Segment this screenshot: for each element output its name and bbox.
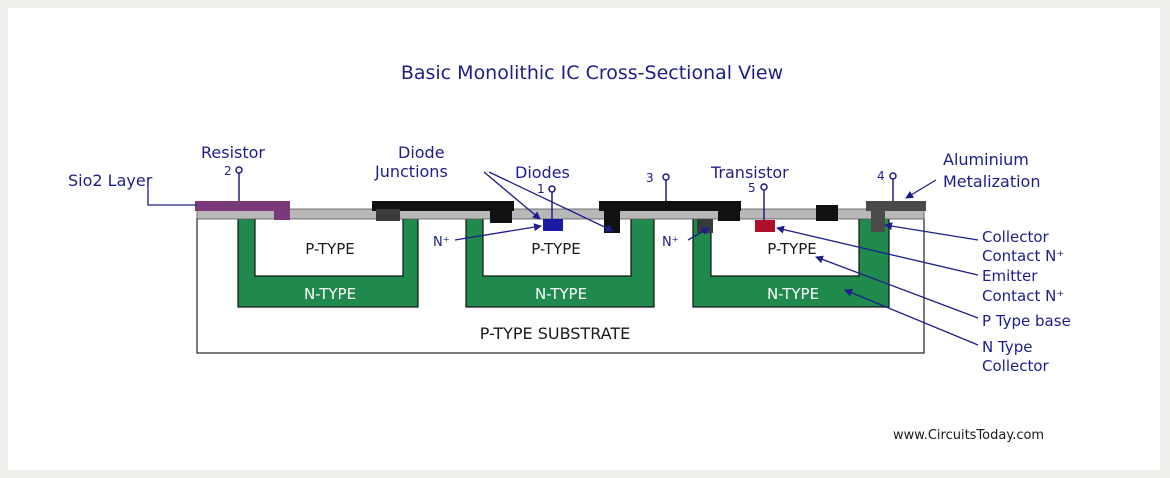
collector-contact-post [871, 209, 885, 232]
n-type-collector-label-line2: Collector [982, 357, 1050, 375]
substrate-label: P-TYPE SUBSTRATE [480, 324, 631, 343]
p-type-label-2: P-TYPE [531, 240, 581, 258]
diode-contact-post-right [490, 209, 512, 223]
sio2-layer-label: Sio2 Layer [68, 171, 153, 190]
sio2-layer [196, 208, 925, 220]
p-type-base-label: P Type base [982, 312, 1071, 330]
n-plus-label-left: N⁺ [433, 235, 450, 250]
collector-contact-label-line2: Contact N⁺ [982, 247, 1064, 265]
diode-junctions-label-line1: Diode [398, 143, 445, 162]
terminal-stems [235, 166, 897, 220]
n-type-label-3: N-TYPE [767, 285, 819, 303]
resistor-contact [195, 201, 290, 211]
diode-contact-post-left [376, 209, 400, 221]
resistor-label: Resistor [201, 143, 265, 162]
collector-contact-label-line1: Collector [982, 228, 1050, 246]
leader-lines [147, 171, 979, 346]
n-type-collector-label-line1: N Type [982, 338, 1032, 356]
p-type-region-1 [254, 217, 404, 277]
diode-metal-contact [372, 201, 514, 211]
diagram-title: Basic Monolithic IC Cross-Sectional View [401, 62, 783, 84]
n-type-label-2: N-TYPE [535, 285, 587, 303]
terminal-2: 2 [224, 164, 232, 178]
terminal-1: 1 [537, 182, 545, 196]
resistor-contact-post [274, 201, 290, 220]
terminal-5: 5 [748, 181, 756, 195]
aluminium-metalization [866, 201, 926, 211]
terminal-4: 4 [877, 169, 885, 183]
central-contact-post-left [604, 209, 620, 233]
emitter-contact-label-line2: Contact N⁺ [982, 287, 1064, 305]
emitter-contact-label-line1: Emitter [982, 267, 1038, 285]
n-plus-label-right: N⁺ [662, 235, 679, 250]
terminal-3: 3 [646, 171, 654, 185]
n-type-label-1: N-TYPE [304, 285, 356, 303]
diode-junctions-label-line2: Junctions [374, 162, 448, 181]
diode-n-plus-region [543, 219, 563, 231]
central-contact-post-right [718, 209, 740, 221]
diodes-label: Diodes [515, 163, 570, 182]
emitter-contact [755, 220, 775, 232]
central-metal-contact [599, 201, 741, 211]
small-metal-pad [816, 205, 838, 221]
aluminium-label-line2: Metalization [943, 172, 1040, 191]
watermark-text: www.CircuitsToday.com [893, 428, 1044, 443]
transistor-label: Transistor [710, 163, 789, 182]
p-type-label-1: P-TYPE [305, 240, 355, 258]
p-type-region-3 [710, 217, 860, 277]
aluminium-label-line1: Aluminium [943, 150, 1029, 169]
p-type-label-3: P-TYPE [767, 240, 817, 258]
